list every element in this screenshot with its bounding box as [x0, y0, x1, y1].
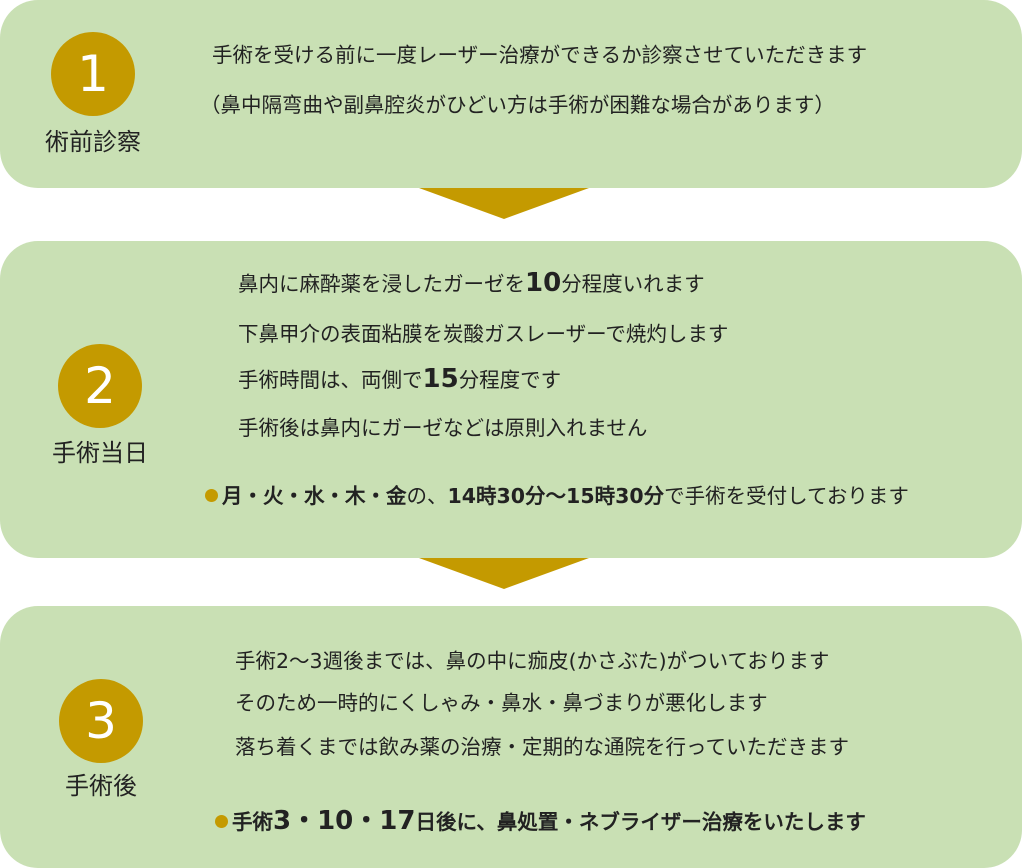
step-1-panel: 1 術前診察 手術を受ける前に一度レーザー治療ができるか診察させていただきます …	[0, 0, 1022, 188]
step-3-followup-note: 手術3・10・17日後に、鼻処置・ネブライザー治療をいたします	[215, 800, 866, 837]
step-3-number-badge: 3	[59, 679, 143, 763]
step-2-note-end: で手術を受付しております	[664, 484, 909, 508]
bullet-dot-icon	[205, 488, 218, 502]
step-2-note-days: 月・火・水・木・金	[222, 484, 407, 508]
step-2-line-3: 手術時間は、両側で15分程度です	[238, 363, 561, 394]
down-arrow-1	[419, 188, 589, 219]
step-2-panel: 2 手術当日 鼻内に麻酔薬を浸したガーゼを10分程度いれます 下鼻甲介の表面粘膜…	[0, 241, 1022, 558]
bullet-dot-icon	[215, 814, 228, 828]
step-3-label: 手術後	[65, 772, 137, 800]
step-3-line-3: 落ち着くまでは飲み薬の治療・定期的な通院を行っていただきます	[235, 735, 849, 759]
step-2-line-2: 下鼻甲介の表面粘膜を炭酸ガスレーザーで焼灼します	[238, 322, 729, 346]
step-2-line-3-text-a: 手術時間は、両側で	[238, 368, 423, 392]
step-3-note-days: 3・10・17	[273, 806, 416, 836]
step-2-line-1-number: 10	[525, 268, 562, 298]
step-2-line-1-text-a: 鼻内に麻酔薬を浸したガーゼを	[238, 272, 525, 296]
step-1-number-badge: 1	[51, 32, 135, 116]
step-2-note-mid: の、	[406, 484, 448, 508]
down-arrow-2	[419, 558, 589, 589]
step-2-line-1-text-b: 分程度いれます	[561, 272, 705, 296]
step-2-label: 手術当日	[52, 439, 148, 467]
step-1-line-1: 手術を受ける前に一度レーザー治療ができるか診察させていただきます	[212, 43, 868, 67]
step-1-label: 術前診察	[45, 128, 141, 156]
step-3-line-1: 手術2〜3週後までは、鼻の中に痂皮(かさぶた)がついております	[235, 649, 830, 673]
step-2-line-4: 手術後は鼻内にガーゼなどは原則入れません	[238, 416, 648, 440]
step-1-line-2: （鼻中隔弯曲や副鼻腔炎がひどい方は手術が困難な場合があります）	[200, 93, 835, 117]
step-2-line-3-text-b: 分程度です	[458, 368, 562, 392]
step-2-line-3-number: 15	[422, 364, 459, 394]
step-3-note-pre: 手術	[232, 810, 273, 834]
step-2-schedule-note: 月・火・水・木・金の、14時30分〜15時30分で手術を受付しております	[205, 479, 909, 509]
step-2-note-time: 14時30分〜15時30分	[447, 484, 665, 508]
step-3-line-2: そのため一時的にくしゃみ・鼻水・鼻づまりが悪化します	[235, 691, 768, 715]
step-2-line-1: 鼻内に麻酔薬を浸したガーゼを10分程度いれます	[238, 267, 705, 298]
step-2-number-badge: 2	[58, 344, 142, 428]
step-3-note-post: 日後に、鼻処置・ネブライザー治療をいたします	[415, 810, 866, 834]
step-3-panel: 3 手術後 手術2〜3週後までは、鼻の中に痂皮(かさぶた)がついております その…	[0, 606, 1022, 868]
